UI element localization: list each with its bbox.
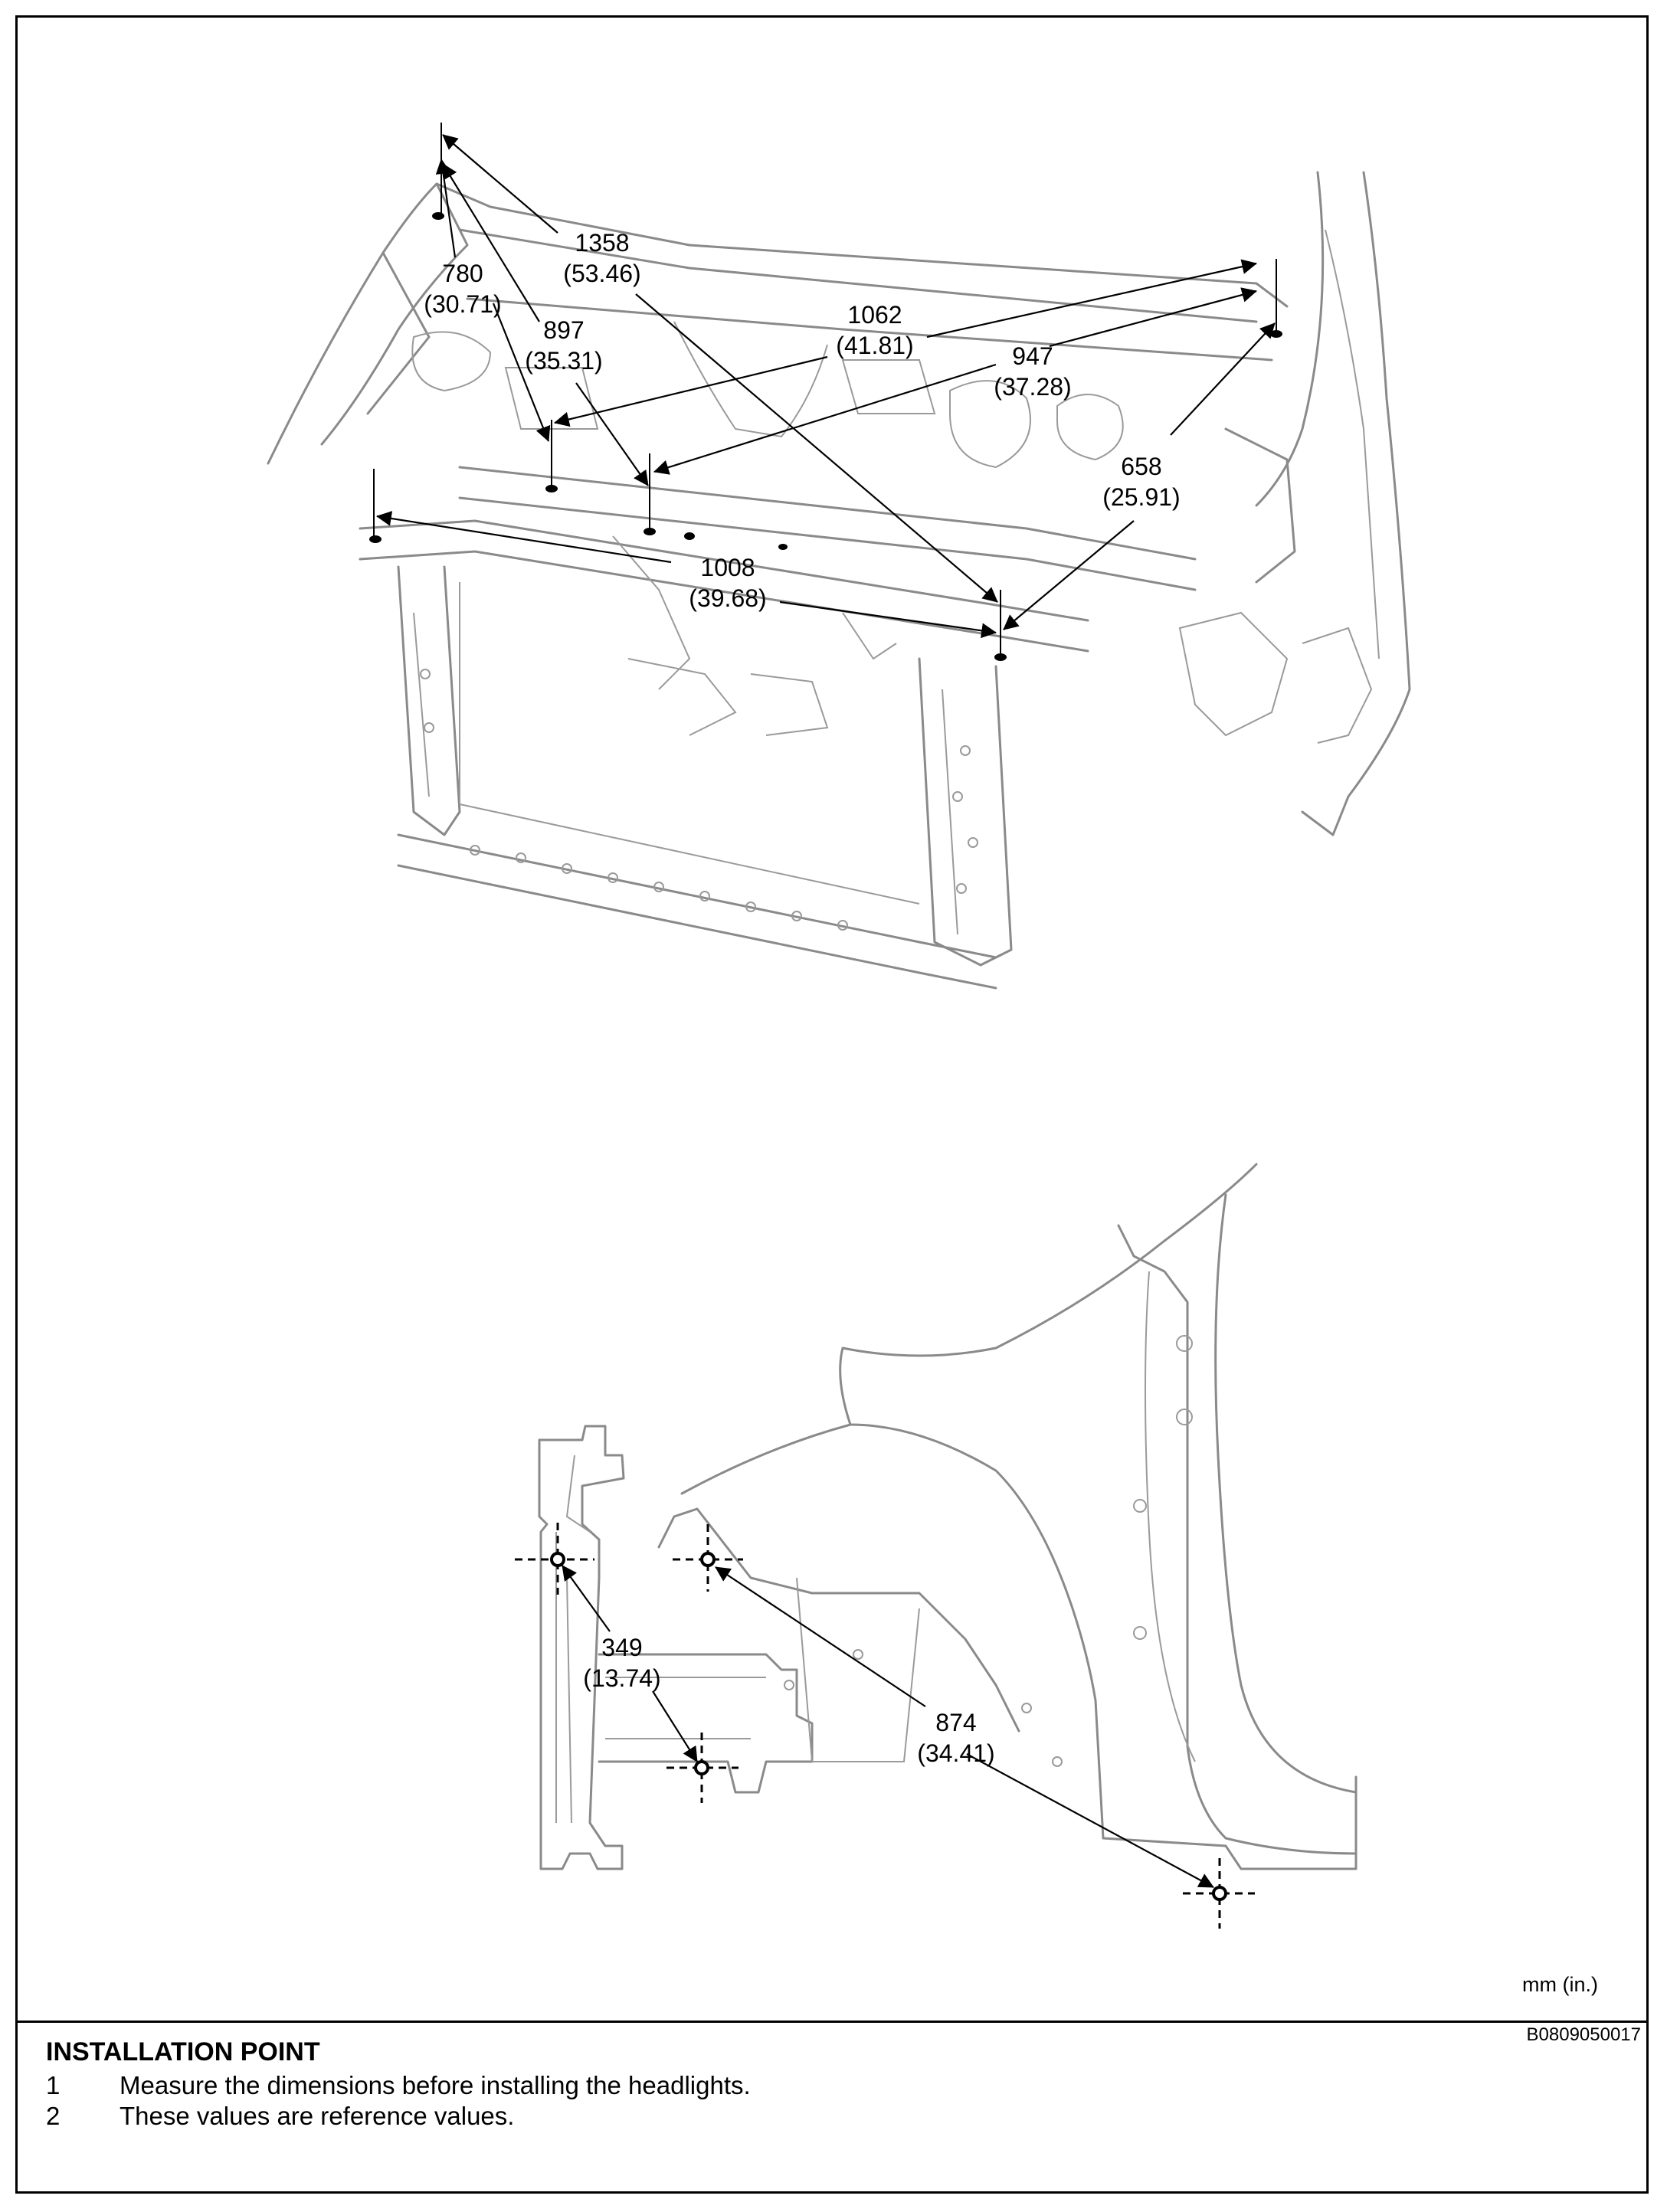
installation-notes: INSTALLATION POINT 1 Measure the dimensi… (46, 2037, 1624, 2132)
note-item: 1 Measure the dimensions before installi… (46, 2070, 1624, 2101)
dim-349-in: (13.74) (583, 1664, 660, 1692)
dim-947-in: (37.28) (994, 373, 1071, 401)
dim-1008-in: (39.68) (689, 584, 766, 612)
notes-title: INSTALLATION POINT (46, 2037, 320, 2066)
point-side-member (666, 1733, 739, 1803)
side-view-drawing (538, 1163, 1358, 1870)
note-number: 1 (46, 2071, 61, 2099)
note-text: These values are reference values. (120, 2102, 515, 2130)
bottom-dimension-labels: 349 (13.74) 874 (34.41) (583, 1634, 994, 1767)
dim-897-mm: 897 (543, 316, 584, 344)
figure-code: B0809050017 (1527, 2024, 1641, 2045)
dim-1358-mm: 1358 (575, 229, 629, 257)
top-dimension-arrows (376, 134, 1276, 639)
top-reference-lines (373, 123, 1277, 657)
dim-1062-in: (41.81) (836, 332, 913, 359)
point-fender-front (673, 1524, 743, 1592)
dim-1062-mm: 1062 (847, 301, 902, 329)
dim-874-mm: 874 (935, 1709, 976, 1736)
front-structure-drawing (267, 171, 1411, 990)
point-rocker (1183, 1858, 1255, 1929)
page-frame (15, 15, 1649, 2194)
dim-780-in: (30.71) (424, 290, 501, 318)
dim-780-mm: 780 (442, 260, 483, 287)
point-radiator-support (515, 1523, 594, 1595)
dim-897-in: (35.31) (525, 347, 602, 375)
top-dimension-labels: 1358 (53.46) 780 (30.71) 1062 (41.81) 89… (424, 229, 1180, 612)
dim-349-mm: 349 (601, 1634, 642, 1661)
side-measure-points (515, 1523, 1255, 1929)
dim-658-mm: 658 (1121, 453, 1161, 480)
dim-1008-mm: 1008 (700, 554, 755, 581)
dim-1358-in: (53.46) (563, 260, 640, 287)
note-text: Measure the dimensions before installing… (120, 2071, 751, 2099)
notes-divider (15, 2021, 1649, 2023)
note-number: 2 (46, 2102, 61, 2130)
dim-874-in: (34.41) (917, 1739, 994, 1767)
units-label: mm (in.) (1522, 1973, 1598, 1996)
note-item: 2 These values are reference values. (46, 2101, 1624, 2132)
dim-658-in: (25.91) (1102, 483, 1180, 511)
bottom-dimension-arrows (562, 1565, 1214, 1888)
dim-947-mm: 947 (1012, 342, 1053, 370)
